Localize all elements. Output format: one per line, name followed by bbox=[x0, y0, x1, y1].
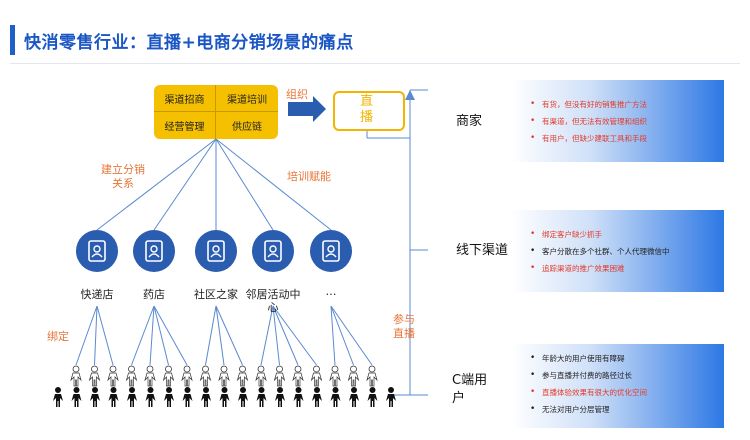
person-icon bbox=[255, 365, 267, 387]
person-icon bbox=[366, 365, 378, 387]
person-icon bbox=[256, 387, 267, 407]
grid-cell: 渠道招商 bbox=[154, 85, 216, 112]
channel-node bbox=[195, 230, 237, 272]
person-icon bbox=[273, 365, 286, 387]
person-icon bbox=[107, 365, 119, 387]
merchant-capability-grid: 渠道招商 渠道培训 经营管理 供应链 bbox=[154, 85, 278, 139]
person-icon bbox=[164, 387, 174, 407]
person-icon bbox=[367, 387, 378, 407]
bullet-item: 无法对用户分层管理 bbox=[530, 401, 647, 418]
person-icon bbox=[125, 365, 138, 387]
live-box bbox=[333, 91, 405, 131]
person-icon bbox=[144, 365, 156, 387]
channel-label: 邻居活动中心 bbox=[245, 288, 301, 314]
panel-title: 线下渠道 bbox=[456, 243, 509, 258]
person-icon bbox=[293, 387, 304, 407]
bullet-item: 参与直播并付费的路径过长 bbox=[530, 367, 647, 384]
person-icon bbox=[349, 387, 359, 407]
bullet-item: 追踪渠道的推广效果困难 bbox=[530, 260, 670, 277]
person-icon bbox=[236, 365, 249, 387]
person-icon bbox=[329, 365, 341, 387]
org-arrow bbox=[288, 96, 326, 122]
bind-label: 绑定 bbox=[47, 330, 69, 343]
bullet-item: 客户分散在多个社群、个人代理微信中 bbox=[530, 243, 670, 260]
person-icon bbox=[88, 365, 101, 387]
person-icon bbox=[386, 387, 396, 407]
channel-label: 社区之家 bbox=[194, 288, 238, 301]
live-label: 直播 bbox=[360, 94, 374, 125]
person-icon bbox=[275, 387, 285, 407]
person-icon bbox=[219, 387, 230, 407]
person-icon bbox=[145, 387, 156, 407]
channel-label: 药店 bbox=[143, 288, 165, 301]
person-icon bbox=[201, 387, 211, 407]
person-icon bbox=[238, 387, 248, 407]
person-icon bbox=[71, 387, 82, 407]
join-live-label: 参与直播 bbox=[393, 313, 415, 340]
bullet-list: 绑定客户缺少抓手 客户分散在多个社群、个人代理微信中 追踪渠道的推广效果困难 bbox=[530, 226, 670, 277]
panel-consumer: C端用户 年龄大的用户使用有障碍 参与直播并付费的路径过长 直播体验效果有很大的… bbox=[428, 344, 724, 428]
person-icon bbox=[330, 387, 341, 407]
grid-cell: 渠道培训 bbox=[216, 85, 278, 112]
bullet-item: 有货，但没有好的销售推广方法 bbox=[530, 96, 647, 113]
title-accent-bar bbox=[10, 25, 15, 55]
person-icon bbox=[162, 365, 175, 387]
channel-node bbox=[310, 230, 352, 272]
bullet-item: 有渠道，但无法有效管理和组织 bbox=[530, 113, 647, 130]
panel-title: C端用户 bbox=[452, 373, 488, 406]
panel-title: 商家 bbox=[456, 114, 483, 129]
title-divider bbox=[10, 63, 740, 64]
grid-cell: 经营管理 bbox=[154, 112, 216, 139]
build-relation-label: 建立分销关系 bbox=[101, 163, 145, 190]
bullet-item: 年龄大的用户使用有障碍 bbox=[530, 350, 647, 367]
person-icon bbox=[199, 365, 212, 387]
panel-merchant: 商家 有货，但没有好的销售推广方法 有渠道，但无法有效管理和组织 有用户，但缺少… bbox=[428, 80, 724, 162]
channel-node bbox=[76, 230, 118, 272]
person-icon bbox=[53, 387, 63, 407]
grid-cell: 供应链 bbox=[232, 122, 262, 133]
bullet-item: 直播体验效果有很大的优化空间 bbox=[530, 384, 647, 401]
person-icon bbox=[218, 365, 230, 387]
person-icon bbox=[347, 365, 360, 387]
person-icon bbox=[90, 387, 100, 407]
person-icon bbox=[181, 365, 193, 387]
bullet-list: 年龄大的用户使用有障碍 参与直播并付费的路径过长 直播体验效果有很大的优化空间 … bbox=[530, 350, 647, 418]
bullet-item: 绑定客户缺少抓手 bbox=[530, 226, 670, 243]
person-icon bbox=[310, 365, 323, 387]
bullet-item: 有用户，但缺少建联工具和手段 bbox=[530, 130, 647, 147]
channel-node bbox=[133, 230, 175, 272]
channel-label: … bbox=[325, 285, 337, 298]
person-icon bbox=[108, 387, 119, 407]
page-title: 快消零售行业：直播+电商分销场景的痛点 bbox=[24, 33, 354, 53]
person-icon bbox=[182, 387, 193, 407]
training-label: 培训赋能 bbox=[287, 170, 331, 183]
bullet-list: 有货，但没有好的销售推广方法 有渠道，但无法有效管理和组织 有用户，但缺少建联工… bbox=[530, 96, 647, 147]
channel-node bbox=[252, 230, 294, 272]
person-icon bbox=[127, 387, 137, 407]
person-icon bbox=[292, 365, 304, 387]
person-icon bbox=[70, 365, 82, 387]
org-label: 组织 bbox=[286, 88, 308, 101]
person-icon bbox=[312, 387, 322, 407]
channel-label: 快递店 bbox=[80, 288, 114, 301]
panel-offline-channel: 线下渠道 绑定客户缺少抓手 客户分散在多个社群、个人代理微信中 追踪渠道的推广效… bbox=[428, 210, 724, 292]
